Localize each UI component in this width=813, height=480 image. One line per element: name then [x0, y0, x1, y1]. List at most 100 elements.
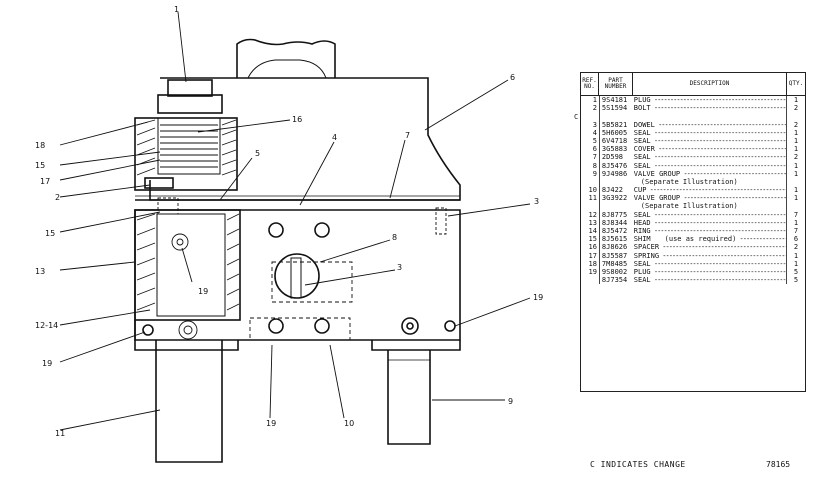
description-text: SPRING — [633, 251, 660, 260]
description-note: (use as required) — [664, 235, 737, 244]
hydraulic-valve-diagram: 1 6 16 18 15 17 5 4 7 2 3 15 8 13 19 3 1… — [35, 5, 543, 463]
callout-16: 16 — [292, 115, 302, 124]
callout-3-right: 3 — [534, 197, 539, 206]
header-qty: QTY. — [788, 80, 804, 87]
description-text: (Separate Illustration) — [640, 202, 738, 211]
ref-cell: 6 — [592, 145, 597, 154]
description-cell: CUP ------------------------------------… — [633, 186, 786, 195]
description-text: VALVE GROUP — [633, 169, 681, 178]
ref-cell — [581, 202, 599, 210]
qty-cell: 1 — [786, 194, 805, 203]
callout-19-left: 19 — [42, 359, 52, 368]
header-ref-no: REF. NO. — [581, 73, 599, 95]
description-cell: SPRING ---------------------------------… — [633, 251, 786, 260]
description-text: SEAL — [633, 276, 651, 285]
callout-15-top: 15 — [35, 161, 45, 170]
ref-cell: 13 — [588, 218, 597, 227]
ref-cell: 10 — [588, 186, 597, 195]
part-number-cell: 3G3922 — [598, 194, 633, 203]
ref-cell: 2 — [592, 104, 597, 113]
cover-hump — [236, 38, 336, 78]
ref-cell: 8 — [592, 161, 597, 170]
table-row — [581, 112, 805, 121]
description-text: HEAD — [633, 218, 651, 227]
callout-9: 9 — [508, 397, 513, 406]
description-cell: (Separate Illustration) — [633, 178, 786, 186]
part-number-cell: 8J5587 — [598, 251, 633, 260]
description-cell: SEAL -----------------------------------… — [633, 210, 786, 219]
header-description: DESCRIPTION — [633, 73, 787, 95]
ref-cell: 9 — [592, 169, 597, 178]
qty-cell: 1 — [786, 169, 805, 178]
ref-cell: 1 — [592, 96, 597, 104]
ref-cell: 18 — [588, 259, 597, 268]
qty-cell — [786, 177, 805, 187]
callout-11: 11 — [55, 429, 65, 438]
callout-4: 4 — [332, 133, 337, 142]
description-cell: SEAL -----------------------------------… — [633, 153, 786, 162]
change-mark: C — [574, 113, 579, 121]
part-number-cell — [598, 112, 633, 121]
part-number-cell — [598, 177, 633, 187]
description-text: SPACER — [633, 243, 660, 252]
qty-cell: 5 — [786, 267, 805, 277]
ref-cell: 17 — [588, 251, 597, 260]
description-cell: BOLT -----------------------------------… — [633, 104, 786, 113]
description-text: VALVE GROUP — [633, 194, 681, 203]
qty-cell: 1 — [786, 128, 805, 137]
parts-list-header: REF. NO. PART NUMBER DESCRIPTION QTY. — [581, 73, 805, 96]
part-number-cell: 3G5883 — [598, 145, 633, 154]
description-text: COVER — [633, 145, 655, 154]
cover-block — [149, 77, 461, 201]
part-number-cell: 8J5476 — [598, 161, 633, 170]
description-cell: SHIM(use as required) ------------------… — [633, 235, 787, 244]
part-number-cell: 8J422 — [598, 186, 633, 195]
description-text: BOLT — [633, 104, 651, 113]
description-text: SEAL — [633, 259, 651, 268]
callout-19-bottom: 19 — [266, 419, 276, 428]
qty-cell: 7 — [786, 227, 805, 236]
description-text: SEAL — [633, 136, 651, 145]
part-number-cell: 9S8002 — [598, 267, 633, 277]
qty-cell: 1 — [786, 136, 805, 146]
callout-12-14: 12-14 — [35, 321, 58, 330]
description-cell: HEAD -----------------------------------… — [633, 218, 786, 227]
description-text: DOWEL — [633, 120, 655, 129]
qty-cell: 2 — [786, 153, 805, 162]
callout-1: 1 — [174, 5, 179, 14]
qty-cell: 2 — [786, 120, 805, 129]
qty-cell: 1 — [786, 218, 805, 227]
part-number-cell: 5H6005 — [598, 128, 633, 137]
description-cell: SEAL -----------------------------------… — [633, 128, 786, 137]
ref-cell — [581, 178, 599, 186]
description-cell: SEAL -----------------------------------… — [633, 276, 786, 285]
description-cell: PLUG -----------------------------------… — [633, 96, 786, 104]
qty-cell — [786, 112, 805, 121]
description-text: SHIM — [633, 235, 651, 244]
illustration-number: 78165 — [766, 460, 791, 469]
part-number-cell: 8J5615 — [598, 235, 633, 244]
qty-cell: 1 — [786, 251, 805, 260]
qty-cell: 1 — [786, 96, 805, 105]
callout-6: 6 — [510, 73, 515, 82]
table-row: (Separate Illustration) — [581, 177, 805, 187]
description-text: (Separate Illustration) — [640, 177, 738, 186]
description-cell: SEAL -----------------------------------… — [633, 136, 786, 145]
callout-19-right: 19 — [533, 293, 543, 302]
part-number-cell: 8J5472 — [598, 227, 633, 236]
description-text: SEAL — [633, 210, 651, 219]
qty-cell: 1 — [786, 186, 805, 195]
